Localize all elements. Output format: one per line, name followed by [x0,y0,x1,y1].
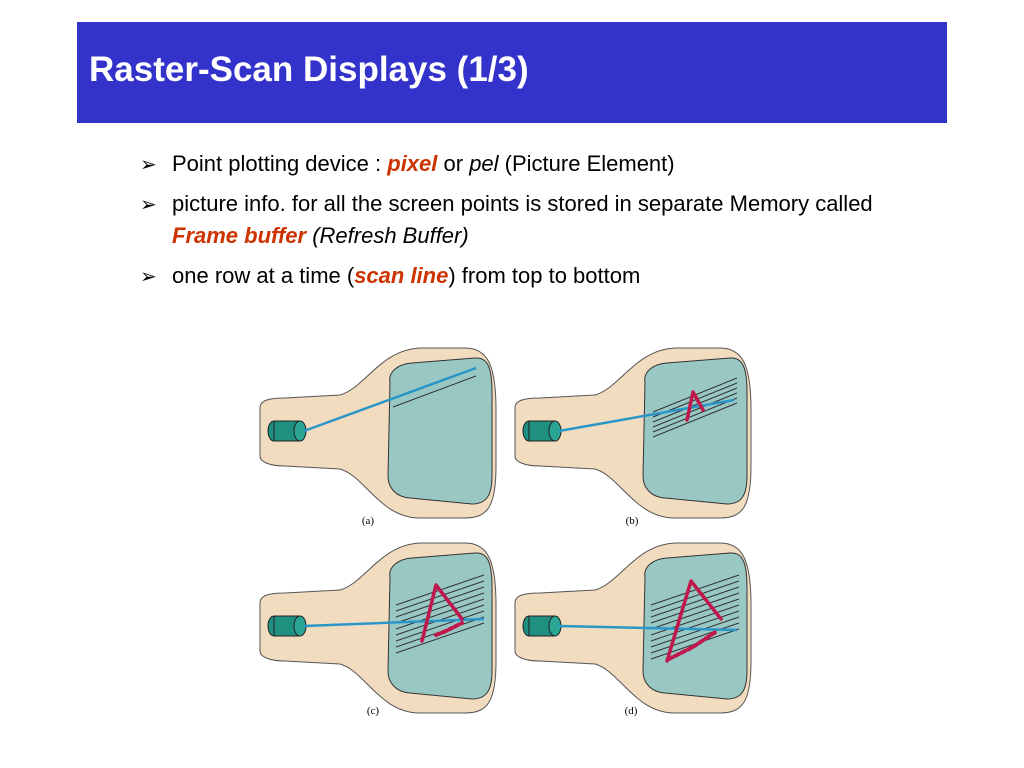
arrow-bullet-icon: ➢ [140,152,157,176]
bullet-2-text-a: picture info. for all the screen points … [172,191,873,216]
caption-d: (d) [625,705,638,717]
bullet-3-text-a: one row at a time ( [172,263,355,288]
caption-a: (a) [362,515,375,527]
bullet-1-text-c: or [437,151,470,176]
slide-title: Raster-Scan Displays (1/3) [89,50,529,89]
bullet-item-1: ➢ Point plotting device : pixel or pel (… [140,148,940,180]
term-frame-buffer: Frame buffer [172,223,307,248]
term-refresh-buffer: (Refresh Buffer) [312,223,469,248]
bullet-item-2: ➢ picture info. for all the screen point… [140,188,940,252]
bullet-list: ➢ Point plotting device : pixel or pel (… [140,148,940,300]
caption-c: (c) [367,705,380,717]
panel-c: (c) [259,542,497,717]
term-scan-line: scan line [354,263,449,288]
arrow-bullet-icon: ➢ [140,264,157,288]
crt-figure: (a) (b) (c) [259,347,752,717]
term-pixel: pixel [387,151,438,176]
arrow-bullet-icon: ➢ [140,192,157,216]
bullet-item-3: ➢ one row at a time (scan line) from top… [140,260,940,292]
panel-a: (a) [259,347,497,527]
panel-d: (d) [514,542,752,717]
bullet-1-text-a: Point plotting device : [172,151,388,176]
title-bar: Raster-Scan Displays (1/3) [77,22,947,123]
bullet-1-text-e: (Picture Element) [498,151,675,176]
panel-b: (b) [514,347,752,527]
term-pel: pel [469,151,499,176]
caption-b: (b) [626,515,639,527]
bullet-3-text-c: ) from top to bottom [448,263,641,288]
